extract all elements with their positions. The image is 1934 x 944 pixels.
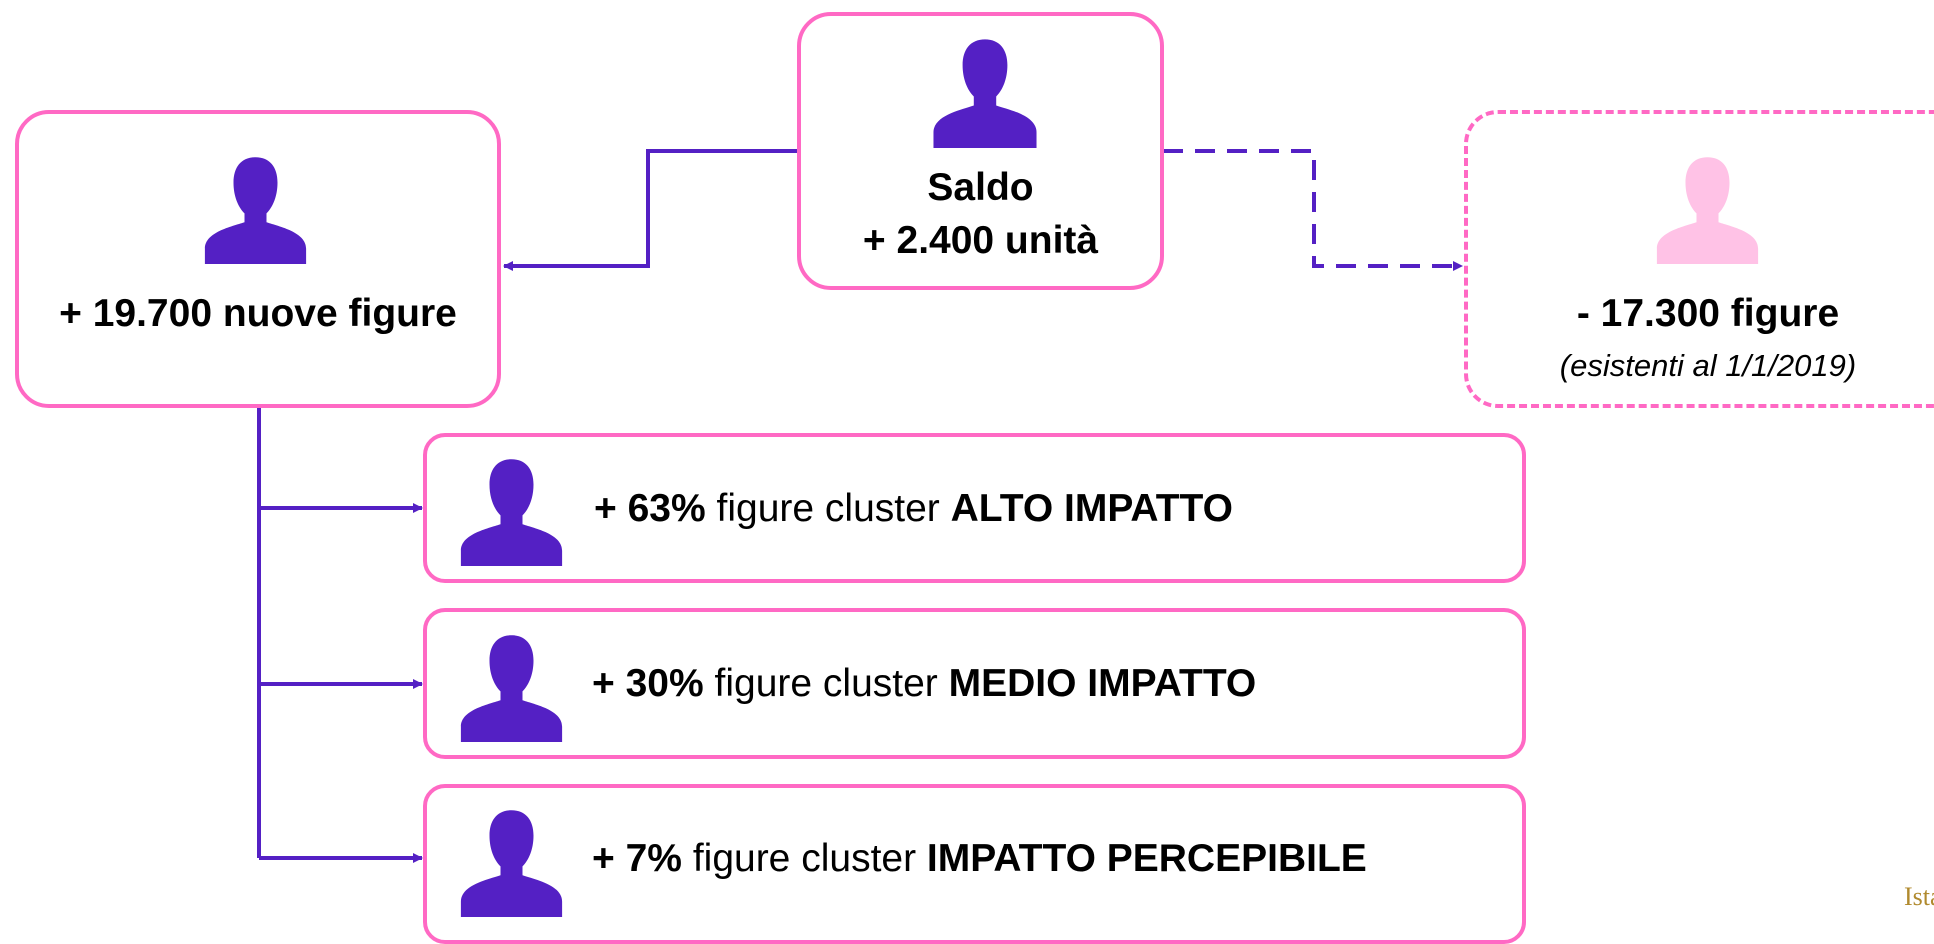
person-icon [460, 635, 563, 742]
existing-figures-note: (esistenti al 1/1/2019) [1559, 348, 1857, 383]
person-icon [460, 459, 563, 566]
cluster-name: IMPATTO PERCEPIBILE [926, 837, 1367, 880]
footer-logo-text: Istat [1904, 882, 1934, 911]
balance-value: + 2.400 unità [862, 219, 1099, 262]
cluster-middle-text: figure cluster [703, 662, 949, 705]
cluster-percent: + 7% [592, 837, 682, 880]
person-icon [204, 157, 307, 264]
cluster-text: + 30% figure cluster MEDIO IMPATTO [592, 662, 1256, 706]
existing-figures-label: - 17.300 figure [1576, 292, 1840, 335]
person-icon [460, 810, 563, 917]
cluster-row-perceptible-impact: + 7% figure cluster IMPATTO PERCEPIBILE [423, 784, 1526, 944]
cluster-row-high-impact: + 63% figure cluster ALTO IMPATTO [423, 433, 1526, 583]
new-figures-box: + 19.700 nuove figure [15, 110, 501, 408]
cluster-row-medium-impact: + 30% figure cluster MEDIO IMPATTO [423, 608, 1526, 759]
cluster-text: + 63% figure cluster ALTO IMPATTO [594, 487, 1233, 531]
balance-box: Saldo + 2.400 unità [797, 12, 1164, 290]
cluster-middle-text: figure cluster [681, 837, 927, 880]
connector-to-existing-figures [1163, 149, 1463, 271]
balance-title: Saldo [927, 166, 1034, 209]
cluster-text: + 7% figure cluster IMPATTO PERCEPIBILE [592, 837, 1367, 881]
existing-figures-box: - 17.300 figure (esistenti al 1/1/2019) [1464, 110, 1934, 408]
cluster-percent: + 30% [592, 662, 704, 705]
person-icon [933, 39, 1037, 148]
cluster-middle-text: figure cluster [705, 487, 951, 530]
new-figures-label: + 19.700 nuove figure [59, 292, 457, 335]
cluster-percent: + 63% [594, 487, 706, 530]
cluster-name: MEDIO IMPATTO [948, 662, 1257, 705]
cluster-name: ALTO IMPATTO [950, 487, 1233, 530]
person-icon [1656, 157, 1759, 264]
connector-to-new-figures [503, 149, 800, 271]
